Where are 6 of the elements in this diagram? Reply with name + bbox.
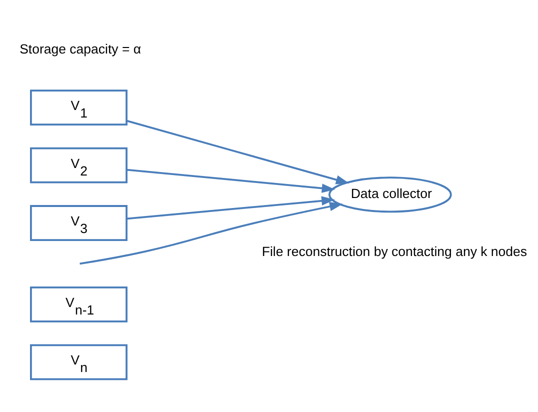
arrow: [126, 120, 350, 184]
arrow: [126, 196, 335, 220]
label: Storage capacity = α: [20, 41, 142, 56]
node-label: File reconstruction by contacting any k nodes: [262, 244, 528, 259]
arrow: [126, 168, 336, 193]
arrow: [80, 196, 343, 265]
